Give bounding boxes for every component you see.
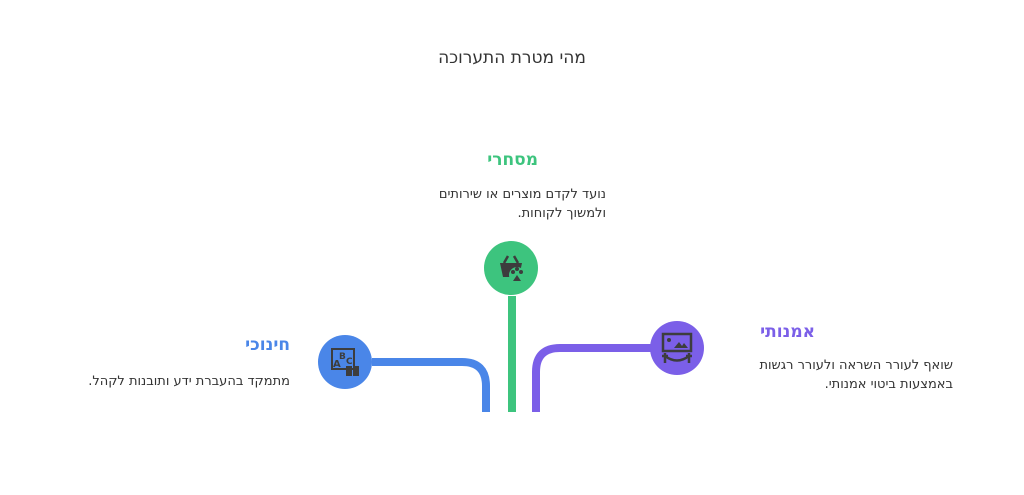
svg-text:B: B <box>339 352 346 362</box>
educational-connector <box>372 358 490 412</box>
shopping-basket-icon <box>484 241 538 295</box>
diagram-title: מהי מטרת התערוכה <box>438 48 586 68</box>
educational-heading: חינוכי <box>245 335 290 355</box>
framed-picture-icon <box>650 321 704 375</box>
artistic-heading: אמנותי <box>760 322 815 342</box>
educational-description: מתמקד בהעברת ידע ותובנות לקהל. <box>88 374 290 389</box>
svg-text:C: C <box>346 357 353 367</box>
commercial-heading: מסחרי <box>487 150 538 170</box>
svg-text:A: A <box>333 359 341 370</box>
artistic-description: שואף לעורר השראה ולעורר רגשות באמצעות בי… <box>759 358 953 392</box>
artistic-connector <box>532 344 652 412</box>
commercial-description: נועד לקדם מוצרים או שירותים ולמשוך לקוחו… <box>438 187 606 221</box>
